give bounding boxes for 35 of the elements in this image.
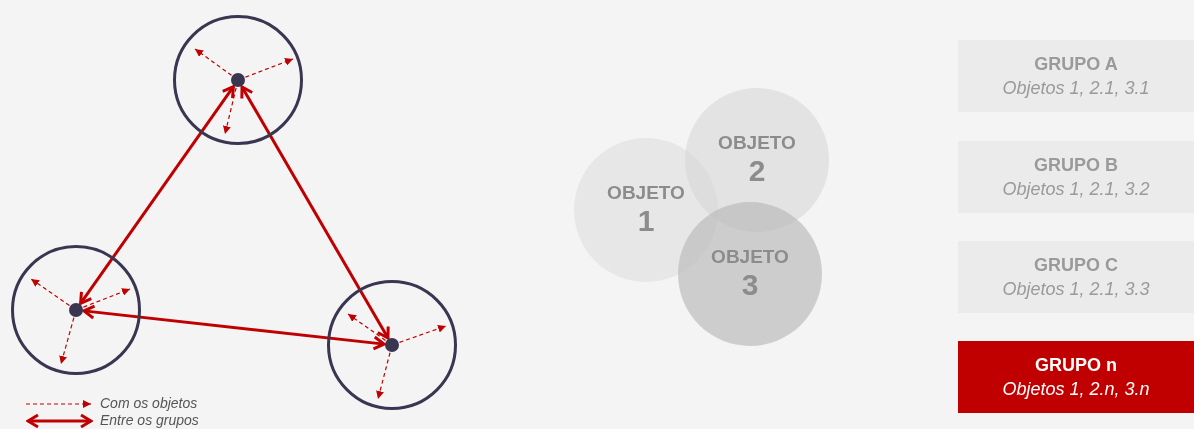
object-list: Objetos 1, 2.1, 3.2 [1002, 177, 1150, 201]
object-list: Objetos 1, 2.1, 3.3 [1002, 277, 1150, 301]
heading-text: OBJETO [718, 132, 796, 154]
object-list: Objetos 1, 2.1, 3.1 [1002, 76, 1150, 100]
heading-text: OBJETO [607, 182, 685, 204]
object-number: 1 [637, 204, 655, 238]
object-number: 3 [741, 268, 759, 302]
legend-text: Entre os grupos [100, 412, 199, 428]
group-circle [327, 280, 457, 410]
group-circle [11, 245, 141, 375]
dashed-arrow [223, 87, 237, 135]
center-dot [385, 338, 399, 352]
dashed-arrow [194, 48, 233, 76]
group-circle [173, 15, 303, 145]
dashed-arrow [376, 352, 391, 400]
dashed-arrow [82, 288, 131, 308]
heading-text: GRUPO B [1034, 154, 1118, 177]
object-list: Objetos 1, 2.n, 3.n [1002, 377, 1150, 401]
dashed-arrow [244, 58, 294, 78]
double-arrow [240, 85, 390, 340]
heading-text: GRUPO n [1035, 354, 1117, 377]
heading-text: OBJETO [711, 246, 789, 268]
center-dot [231, 73, 245, 87]
object-number: 2 [748, 154, 766, 188]
dashed-arrow [30, 278, 70, 307]
double-arrow [82, 304, 386, 351]
dashed-arrow [347, 313, 387, 341]
double-arrow [79, 85, 235, 305]
dashed-arrow [398, 324, 447, 343]
dashed-arrow [59, 317, 75, 365]
heading-text: GRUPO C [1034, 254, 1118, 277]
legend-text: Com os objetos [100, 395, 198, 411]
heading-text: GRUPO A [1034, 53, 1118, 76]
group-card [958, 341, 1194, 413]
center-dot [69, 303, 83, 317]
